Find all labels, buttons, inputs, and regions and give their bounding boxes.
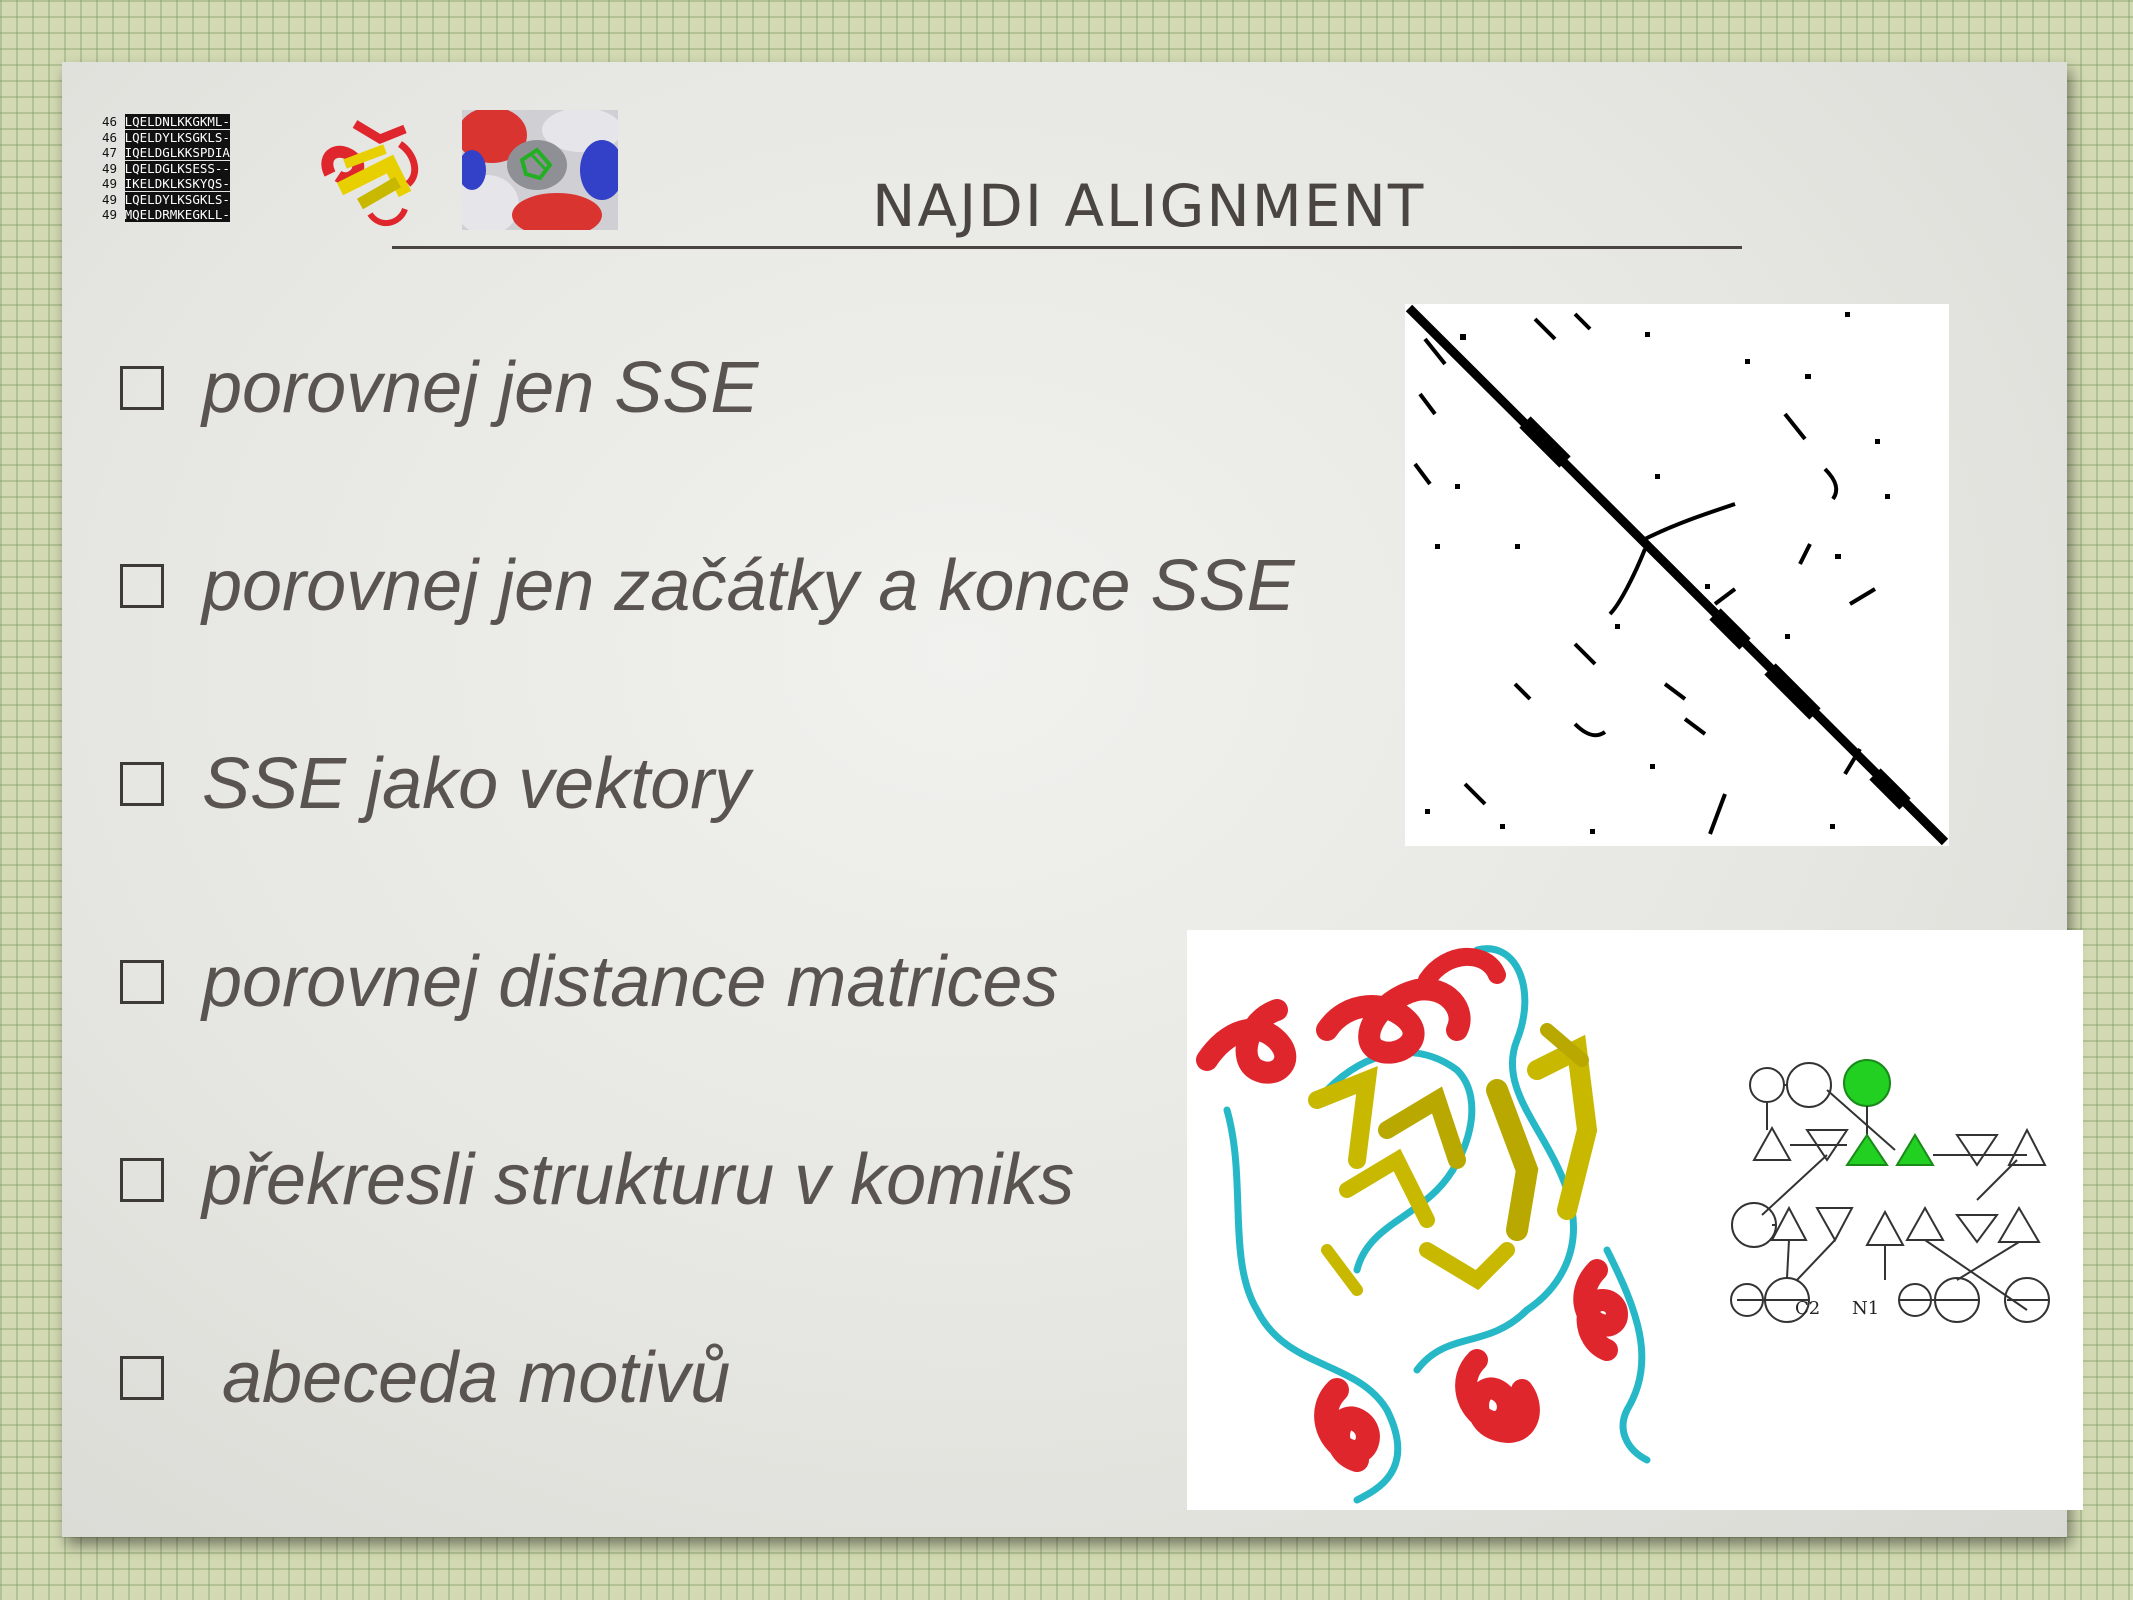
alignment-row-sequence: LQELDYLKSGKLS- (124, 129, 230, 145)
bullet-item: překresli strukturu v komiks (120, 1139, 1074, 1221)
checkbox-icon (120, 564, 164, 608)
bullet-item: SSE jako vektory (120, 743, 750, 825)
bullet-item: abeceda motivů (120, 1337, 730, 1419)
alignment-row-number: 47 (102, 145, 118, 160)
topology-diagram (1730, 1059, 2050, 1323)
checkbox-icon (120, 762, 164, 806)
alignment-row-sequence: LQELDNLKKGKML- (124, 114, 230, 129)
bullet-item: porovnej distance matrices (120, 941, 1058, 1023)
surface-binding-thumbnail (462, 110, 618, 230)
alignment-row-sequence: IKELDKLKSKYQS- (124, 176, 230, 191)
alignment-row: 46 LQELDYLKSGKLS- (102, 129, 282, 146)
protein-cartoon (1196, 945, 1651, 1504)
alignment-row-number: 46 (102, 129, 118, 145)
protein-structure-topology-image: C2 N1 (1187, 930, 2083, 1510)
bullet-text: překresli strukturu v komiks (202, 1140, 1075, 1220)
alignment-row-sequence: LQELDYLKSGKLS- (124, 191, 230, 207)
bullet-item: porovnej jen začátky a konce SSE (120, 545, 1295, 627)
alignment-row-sequence: MQELDRMKEGKLL- (124, 207, 230, 222)
alignment-row-sequence: LQELDGLKSESS-- (124, 160, 230, 176)
contact-map-image (1405, 304, 1949, 846)
sequence-alignment-thumbnail: 46 LQELDNLKKGKML-46 LQELDYLKSGKLS-47 IQE… (102, 114, 282, 226)
title-underline (392, 246, 1742, 249)
bullet-text: porovnej jen SSE (202, 348, 759, 428)
bullet-text: SSE jako vektory (202, 744, 751, 824)
alignment-row: 49 IKELDKLKSKYQS- (102, 176, 282, 192)
bullet-text: porovnej distance matrices (202, 942, 1059, 1022)
checkbox-icon (120, 1158, 164, 1202)
alignment-row: 47 IQELDGLKKSPDIA (102, 145, 282, 161)
alignment-row: 46 LQELDNLKKGKML- (102, 114, 282, 130)
ribbon-protein-thumbnail (321, 120, 419, 226)
alignment-row-number: 46 (102, 114, 118, 129)
checkbox-icon (120, 366, 164, 410)
checkbox-icon (120, 1356, 164, 1400)
bullet-text: abeceda motivů (202, 1338, 731, 1418)
topology-label-n1: N1 (1852, 1298, 1879, 1319)
alignment-row-number: 49 (102, 191, 118, 207)
bullet-text: porovnej jen začátky a konce SSE (202, 546, 1295, 626)
alignment-row-number: 49 (102, 207, 118, 222)
slide-title: NAJDI ALIGNMENT (872, 172, 1426, 240)
alignment-row-sequence: IQELDGLKKSPDIA (124, 145, 230, 160)
checkbox-icon (120, 960, 164, 1004)
slide: 46 LQELDNLKKGKML-46 LQELDYLKSGKLS-47 IQE… (62, 62, 2083, 1537)
alignment-row: 49 LQELDGLKSESS-- (102, 160, 282, 177)
alignment-row-number: 49 (102, 176, 118, 191)
bullet-item: porovnej jen SSE (120, 347, 758, 429)
alignment-row: 49 MQELDRMKEGKLL- (102, 207, 282, 223)
alignment-row: 49 LQELDYLKSGKLS- (102, 191, 282, 208)
topology-label-c2: C2 (1795, 1298, 1820, 1319)
alignment-row-number: 49 (102, 160, 118, 176)
